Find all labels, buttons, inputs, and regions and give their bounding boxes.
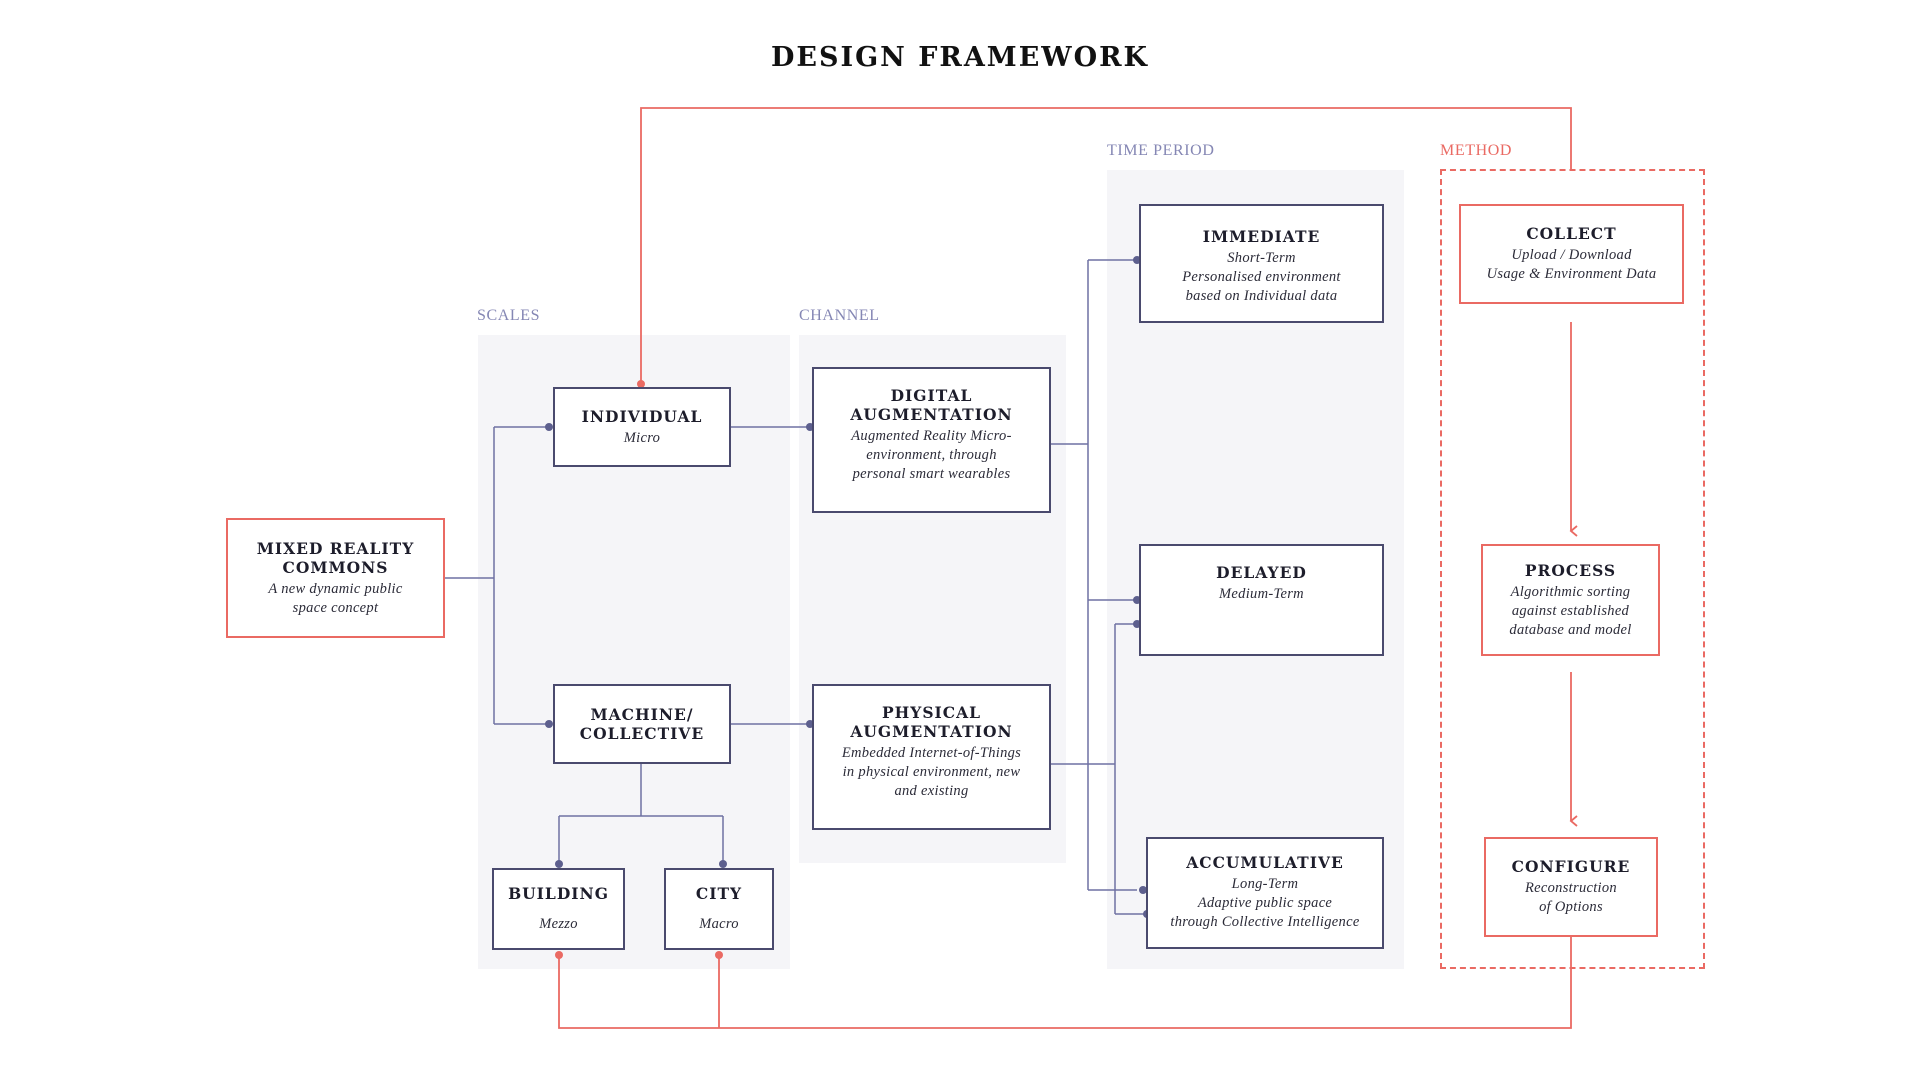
node-title: ACCUMULATIVE — [1186, 853, 1344, 872]
node-delayed: DELAYED Medium-Term — [1139, 544, 1384, 656]
section-label-scales: SCALES — [477, 307, 541, 324]
node-title: MIXED REALITY COMMONS — [256, 538, 415, 577]
node-individual: INDIVIDUAL Micro — [553, 387, 731, 467]
node-subtitle: Algorithmic sorting against established … — [1509, 583, 1632, 638]
node-subtitle: Long-Term Adaptive public space through … — [1170, 876, 1360, 930]
node-title: COLLECT — [1526, 224, 1617, 243]
diagram-title: DESIGN FRAMEWORK — [770, 42, 1150, 73]
node-subtitle: A new dynamic public space concept — [268, 580, 403, 616]
connector-physical-to-time — [1051, 623, 1147, 915]
connector-machine-to-building-city — [558, 764, 724, 864]
node-machine-collective: MACHINE/ COLLECTIVE — [553, 684, 731, 764]
feedback-loop-top — [640, 107, 1572, 384]
section-label-channel: CHANNEL — [799, 307, 880, 324]
node-subtitle: Embedded Internet-of-Things in physical … — [841, 745, 1022, 799]
node-subtitle: Augmented Reality Micro- environment, th… — [851, 428, 1012, 482]
node-subtitle: Micro — [623, 429, 661, 446]
node-title: IMMEDIATE — [1202, 227, 1321, 246]
node-subtitle: Reconstruction of Options — [1525, 880, 1617, 915]
node-process: PROCESS Algorithmic sorting against esta… — [1481, 544, 1660, 656]
connector-digital-to-time — [1051, 259, 1137, 891]
section-label-method: METHOD — [1440, 142, 1513, 159]
node-mixed-reality-commons: MIXED REALITY COMMONS A new dynamic publ… — [226, 518, 445, 638]
node-title: DELAYED — [1216, 563, 1307, 582]
node-configure: CONFIGURE Reconstruction of Options — [1484, 837, 1658, 937]
node-digital-augmentation: DIGITAL AUGMENTATION Augmented Reality M… — [812, 367, 1051, 513]
node-collect: COLLECT Upload / Download Usage & Enviro… — [1459, 204, 1684, 304]
node-subtitle: Short-Term Personalised environment base… — [1182, 250, 1341, 304]
node-title: MACHINE/ COLLECTIVE — [579, 705, 705, 743]
node-title: CITY — [695, 884, 743, 903]
connector-commons-to-scales — [444, 426, 549, 725]
node-city: CITY Macro — [664, 868, 774, 950]
node-physical-augmentation: PHYSICAL AUGMENTATION Embedded Internet-… — [812, 684, 1051, 830]
node-title: INDIVIDUAL — [581, 406, 703, 426]
node-accumulative: ACCUMULATIVE Long-Term Adaptive public s… — [1146, 837, 1384, 949]
node-subtitle: Upload / Download Usage & Environment Da… — [1486, 247, 1657, 282]
node-title: BUILDING — [508, 884, 609, 903]
node-subtitle: Medium-Term — [1219, 586, 1304, 602]
node-title: PROCESS — [1524, 560, 1617, 580]
node-immediate: IMMEDIATE Short-Term Personalised enviro… — [1139, 204, 1384, 323]
node-building: BUILDING Mezzo — [492, 868, 625, 950]
node-subtitle: Mezzo — [539, 916, 578, 932]
section-label-time-period: TIME PERIOD — [1107, 142, 1215, 159]
node-title: DIGITAL AUGMENTATION — [850, 386, 1013, 424]
method-frame — [1440, 169, 1705, 969]
node-subtitle: Macro — [699, 916, 739, 932]
node-title: PHYSICAL AUGMENTATION — [850, 703, 1013, 741]
node-title: CONFIGURE — [1511, 857, 1631, 876]
feedback-loop-bottom — [558, 937, 1572, 1029]
